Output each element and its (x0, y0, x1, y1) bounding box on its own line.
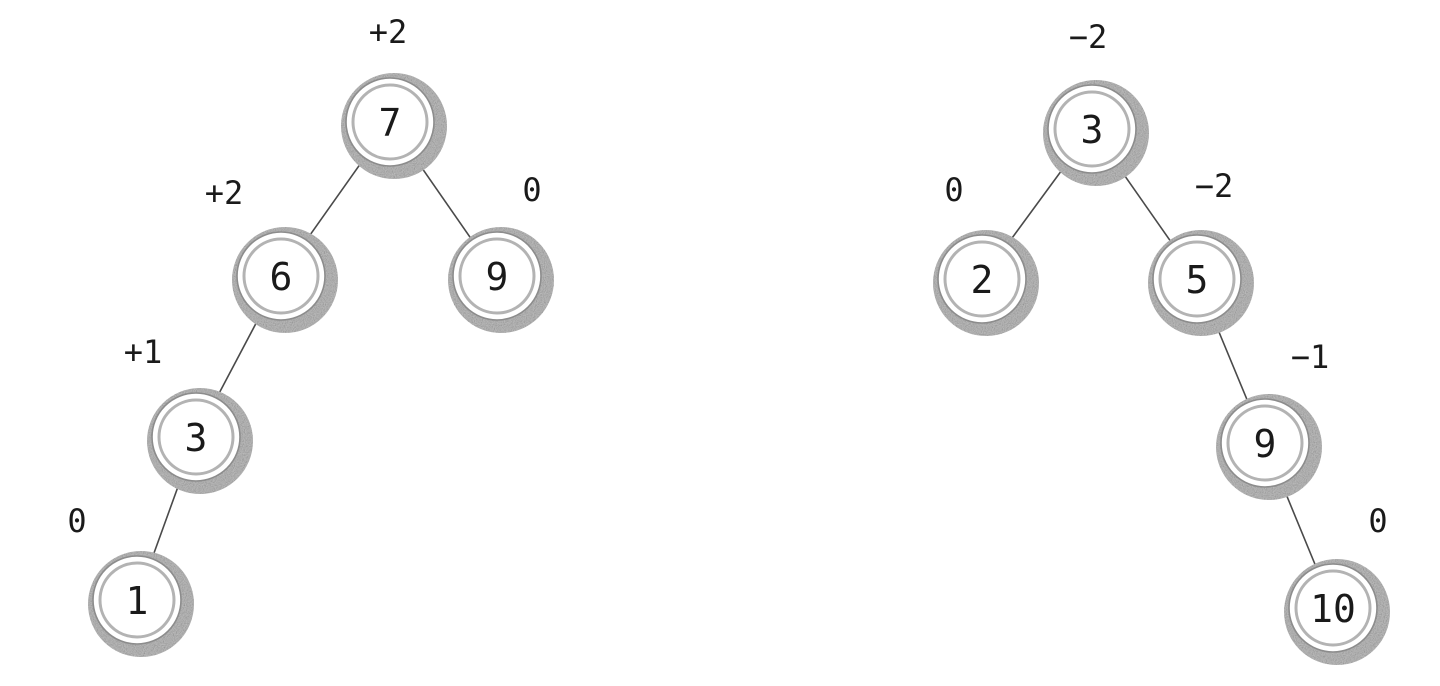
tree-node: 2 (933, 230, 1039, 336)
balance-factor-label: +2 (369, 13, 408, 51)
balance-labels-layer: +2 +2 0 +1 0 −2 0 −2 −1 0 (67, 13, 1387, 540)
balance-factor-label: −1 (1291, 338, 1330, 376)
balance-factor-label: 0 (522, 171, 541, 209)
node-value: 9 (486, 255, 509, 299)
balance-factor-label: −2 (1195, 167, 1234, 205)
node-value: 5 (1186, 258, 1209, 302)
node-inner-ring (943, 240, 1021, 318)
balance-factor-label: 0 (944, 171, 963, 209)
node-value: 7 (379, 101, 402, 145)
node-inner-ring (157, 398, 235, 476)
node-value: 10 (1310, 587, 1356, 631)
node-value: 1 (126, 579, 149, 623)
balance-factor-label: 0 (1368, 502, 1387, 540)
balance-factor-label: 0 (67, 502, 86, 540)
node-inner-ring (98, 561, 176, 639)
tree-node: 7 (341, 73, 447, 179)
node-inner-ring (1294, 569, 1372, 647)
tree-node: 9 (1216, 394, 1322, 500)
node-value: 2 (971, 258, 994, 302)
node-inner-ring (458, 237, 536, 315)
edges-layer (136, 121, 1334, 609)
node-value: 3 (185, 416, 208, 460)
node-inner-ring (351, 83, 429, 161)
balance-factor-label: +1 (124, 333, 163, 371)
balance-factor-label: +2 (205, 174, 244, 212)
node-inner-ring (1226, 404, 1304, 482)
tree-node: 3 (1043, 80, 1149, 186)
node-inner-ring (1053, 90, 1131, 168)
node-value: 6 (270, 255, 293, 299)
tree-node: 6 (232, 227, 338, 333)
balance-factor-label: −2 (1069, 18, 1108, 56)
tree-node: 9 (448, 227, 554, 333)
tree-node: 3 (147, 388, 253, 494)
tree-node: 1 (88, 551, 194, 657)
node-value: 3 (1081, 108, 1104, 152)
node-value: 9 (1254, 422, 1277, 466)
tree-node: 10 (1284, 559, 1390, 665)
node-inner-ring (1158, 240, 1236, 318)
node-inner-ring (242, 237, 320, 315)
tree-node: 5 (1148, 230, 1254, 336)
nodes-layer: 7 6 9 3 1 3 2 5 9 10 (88, 73, 1390, 665)
